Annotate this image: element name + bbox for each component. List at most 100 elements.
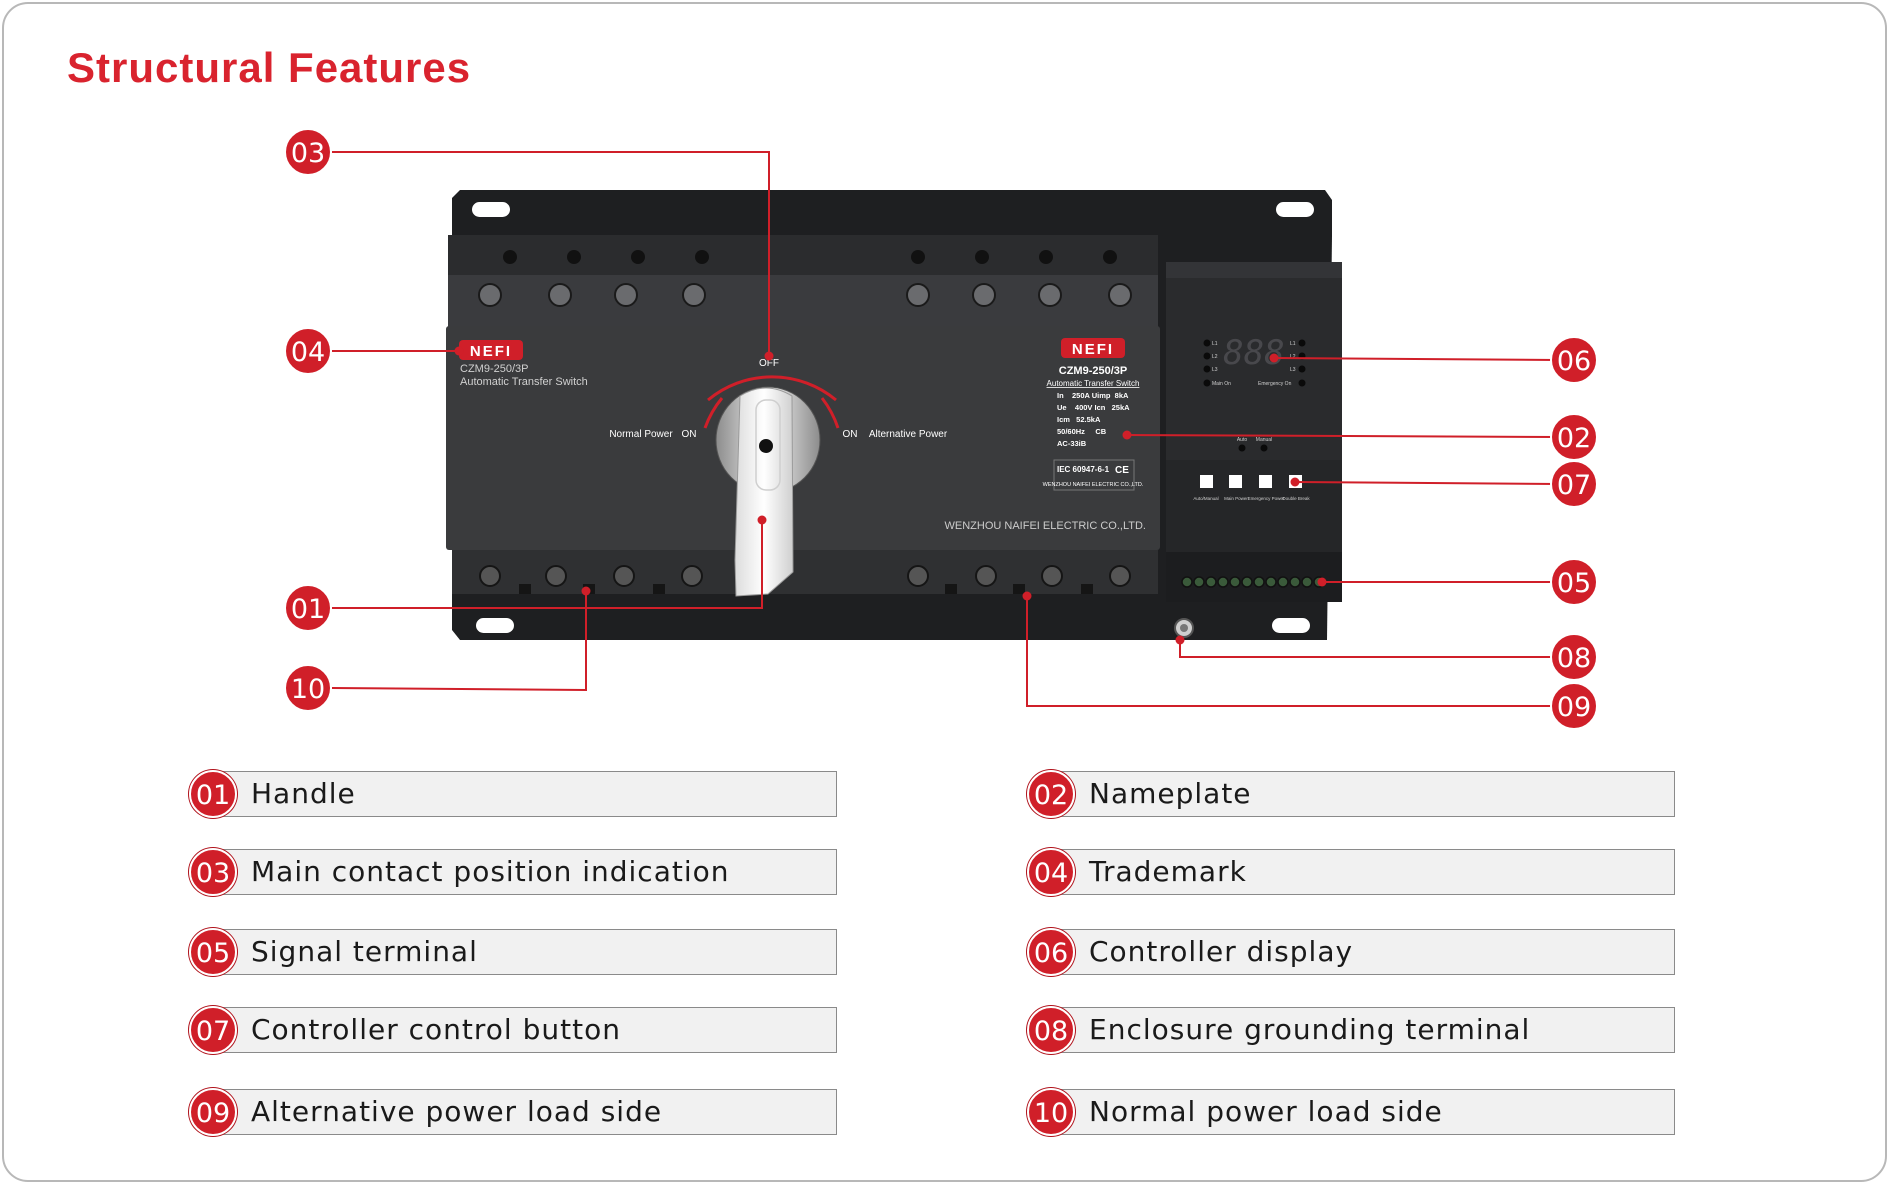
button-emergency-power[interactable]	[1259, 475, 1272, 488]
legend-label: Handle	[251, 777, 356, 810]
bottom-terminal-strip	[452, 550, 1158, 594]
led-label: L3	[1290, 367, 1296, 373]
callout-badge	[284, 128, 332, 176]
callout-badge	[284, 664, 332, 712]
leader-09	[1026, 596, 1557, 707]
nameplate-standard: IEC 60947-6-1	[1057, 465, 1110, 474]
legend-label: Trademark	[1089, 855, 1247, 888]
leader-10	[331, 591, 587, 692]
button-label: Double Break	[1282, 496, 1310, 501]
manual-label: Manual	[1256, 437, 1272, 443]
alternative-power-label: Alternative Power	[869, 429, 948, 440]
legend-label: Normal power load side	[1089, 1095, 1443, 1128]
callout-badge	[284, 584, 332, 632]
legend-bar	[219, 1007, 837, 1053]
legend-bar	[219, 1089, 837, 1135]
callout-number: 03	[291, 138, 325, 169]
button-auto-manual[interactable]	[1200, 475, 1213, 488]
callout-badge	[1550, 682, 1598, 730]
callout-number: 02	[1557, 423, 1591, 454]
leader-01	[332, 520, 763, 609]
legend-number: 03	[189, 848, 237, 896]
signal-terminals	[1181, 576, 1325, 588]
bottom-screws	[479, 565, 1131, 587]
callout-badge	[284, 327, 332, 375]
callout-badge	[1550, 460, 1598, 508]
handle	[734, 387, 794, 597]
nameplate-row: Ue 400V Icn 25kA	[1057, 403, 1130, 412]
auto-label: Auto	[1237, 437, 1248, 443]
maker-label: WENZHOU NAIFEI ELECTRIC CO.,LTD.	[945, 520, 1146, 532]
legend-bar	[1057, 929, 1675, 975]
callout-number: 01	[291, 594, 325, 625]
led-label: L1	[1290, 341, 1296, 347]
mount-slot	[472, 202, 510, 217]
mount-slot	[1272, 618, 1310, 633]
leader-03	[332, 151, 770, 356]
led-label: L1	[1212, 341, 1218, 347]
callout-number: 05	[1557, 568, 1591, 599]
legend-number: 05	[189, 928, 237, 976]
leader-06	[1273, 357, 1558, 361]
ce-mark: CE	[1115, 465, 1129, 476]
on-left-label: ON	[682, 429, 697, 440]
legend-number: 02	[1027, 770, 1075, 818]
top-terminals	[503, 250, 1117, 264]
mount-slot	[476, 618, 514, 633]
top-screws	[478, 283, 1132, 307]
led-label: L3	[1212, 367, 1218, 373]
legend-bar	[219, 771, 837, 817]
callout-badge	[1550, 633, 1598, 681]
legend-label: Enclosure grounding terminal	[1089, 1013, 1531, 1046]
callout-badge	[1550, 336, 1598, 384]
emergency-on-label: Emergency On	[1258, 381, 1292, 387]
legend-label: Alternative power load side	[251, 1095, 663, 1128]
dial-arc-right	[820, 397, 840, 429]
legend-label: Main contact position indication	[251, 855, 730, 888]
callout-number: 04	[291, 337, 325, 368]
legend-number: 01	[189, 770, 237, 818]
nameplate-row: 50/60Hz CB	[1057, 427, 1107, 436]
legend-label: Controller control button	[251, 1013, 621, 1046]
button-label: Auto/Manual	[1193, 496, 1218, 501]
nameplate-brand: NEFI	[1072, 341, 1114, 358]
dial-arc	[707, 375, 837, 402]
legend-number: 07	[189, 1006, 237, 1054]
callout-number: 07	[1557, 470, 1591, 501]
legend-label: Nameplate	[1089, 777, 1252, 810]
led-label: L2	[1212, 354, 1218, 360]
legend-bar	[1057, 1089, 1675, 1135]
nameplate-row: In 250A Uimp 8kA	[1057, 391, 1129, 400]
controller-display: 888	[1223, 333, 1284, 373]
nameplate-row: AC-33iB	[1057, 439, 1087, 448]
mount-slot	[1276, 202, 1314, 217]
nameplate-model: CZM9-250/3P	[1059, 365, 1127, 377]
button-label: Emergency Power	[1248, 496, 1285, 501]
legend-number: 04	[1027, 848, 1075, 896]
legend-number: 09	[189, 1088, 237, 1136]
legend-label: Controller display	[1089, 935, 1354, 968]
legend-number: 06	[1027, 928, 1075, 976]
model-left: CZM9-250/3P	[460, 363, 528, 375]
button-main-power[interactable]	[1229, 475, 1242, 488]
callout-number: 08	[1557, 643, 1591, 674]
type-left: Automatic Transfer Switch	[460, 376, 588, 388]
leader-02	[1126, 434, 1558, 438]
led-label: L2	[1290, 354, 1296, 360]
callout-badge	[1550, 558, 1598, 606]
normal-power-label: Normal Power	[609, 429, 673, 440]
leader-08	[1179, 640, 1557, 658]
legend-bar	[219, 929, 837, 975]
leader-07	[1294, 481, 1558, 485]
trademark-text: NEFI	[470, 343, 512, 360]
page-title: Structural Features	[67, 44, 472, 91]
on-right-label: ON	[843, 429, 858, 440]
handle-pivot	[759, 439, 773, 453]
nameplate-badge	[1061, 338, 1125, 358]
nameplate-maker: WENZHOU NAIFEI ELECTRIC CO.,LTD.	[1043, 482, 1144, 488]
dial-arc-left	[703, 397, 724, 429]
callout-number: 06	[1557, 346, 1591, 377]
legend-label: Signal terminal	[251, 935, 478, 968]
